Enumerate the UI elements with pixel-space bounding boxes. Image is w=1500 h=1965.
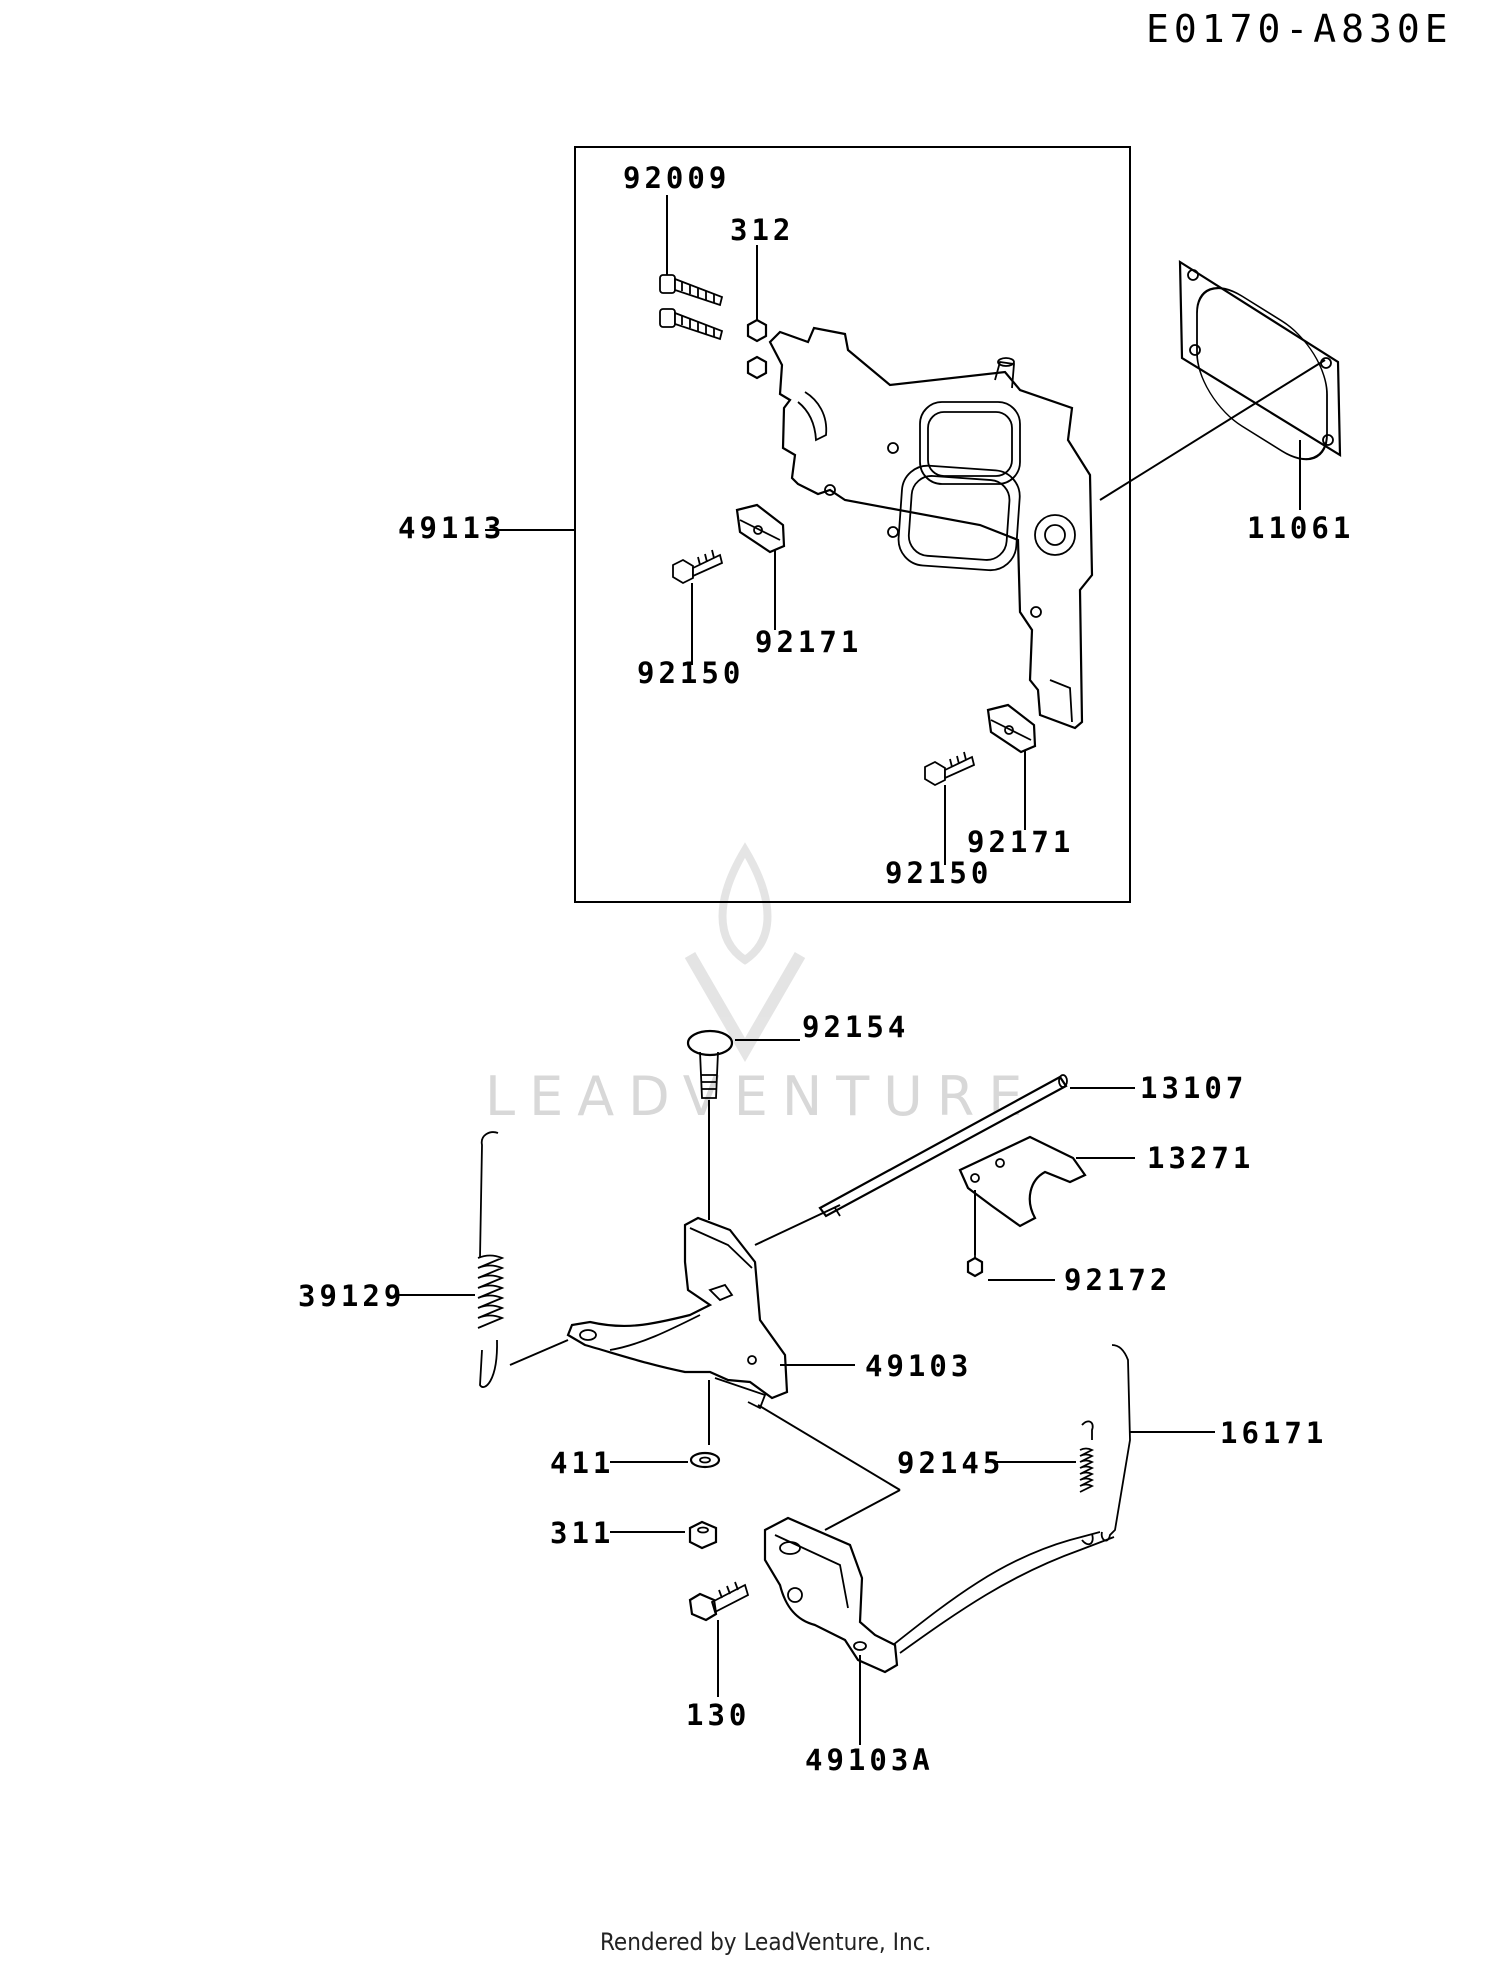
- bolt-92150-lower: [924, 751, 976, 787]
- carriage-bolt-92154: [686, 1029, 734, 1099]
- watermark-text: LEADVENTURE: [485, 1065, 1036, 1128]
- bolt-92150-upper: [672, 549, 724, 585]
- spring-39129: [477, 1131, 505, 1388]
- assembly-box: [574, 146, 1131, 903]
- label-13271: 13271: [1147, 1141, 1254, 1175]
- label-92172: 92172: [1064, 1263, 1171, 1297]
- footer-credit: Rendered by LeadVenture, Inc.: [600, 1928, 931, 1956]
- label-92150-lower: 92150: [885, 856, 992, 890]
- label-39129: 39129: [298, 1279, 405, 1313]
- label-92154: 92154: [802, 1010, 909, 1044]
- screw-92172: [966, 1190, 984, 1278]
- label-49113: 49113: [398, 511, 505, 545]
- label-11061: 11061: [1247, 511, 1354, 545]
- bracket-13271: [958, 1135, 1087, 1228]
- clip-92171-lower: [986, 703, 1037, 754]
- label-13107: 13107: [1140, 1071, 1247, 1105]
- rod-16171: [892, 1344, 1131, 1654]
- watermark-logo: [684, 842, 806, 1062]
- label-49103: 49103: [865, 1349, 972, 1383]
- label-411: 411: [550, 1446, 614, 1480]
- label-130: 130: [686, 1698, 750, 1732]
- label-92171-upper: 92171: [755, 625, 862, 659]
- nut-312: [746, 318, 768, 380]
- washer-411: [689, 1380, 721, 1469]
- label-92150-upper: 92150: [637, 656, 744, 690]
- diagram-id: E0170-A830E: [1146, 7, 1453, 51]
- label-312: 312: [730, 213, 794, 247]
- bolt-130: [688, 1581, 750, 1622]
- clip-92171-upper: [735, 503, 786, 554]
- spring-92145: [1079, 1420, 1095, 1546]
- gasket-11061: [1178, 259, 1342, 461]
- label-16171: 16171: [1220, 1416, 1327, 1450]
- control-plate-49113: [768, 326, 1094, 730]
- bolt-92009: [659, 274, 724, 341]
- label-92171-lower: 92171: [967, 825, 1074, 859]
- label-92145: 92145: [897, 1446, 1004, 1480]
- lever-49103A: [763, 1516, 899, 1674]
- control-lever-49103: [566, 1216, 789, 1410]
- label-92009: 92009: [623, 161, 730, 195]
- nut-311: [688, 1520, 718, 1550]
- label-49103A: 49103A: [805, 1743, 934, 1777]
- label-311: 311: [550, 1516, 614, 1550]
